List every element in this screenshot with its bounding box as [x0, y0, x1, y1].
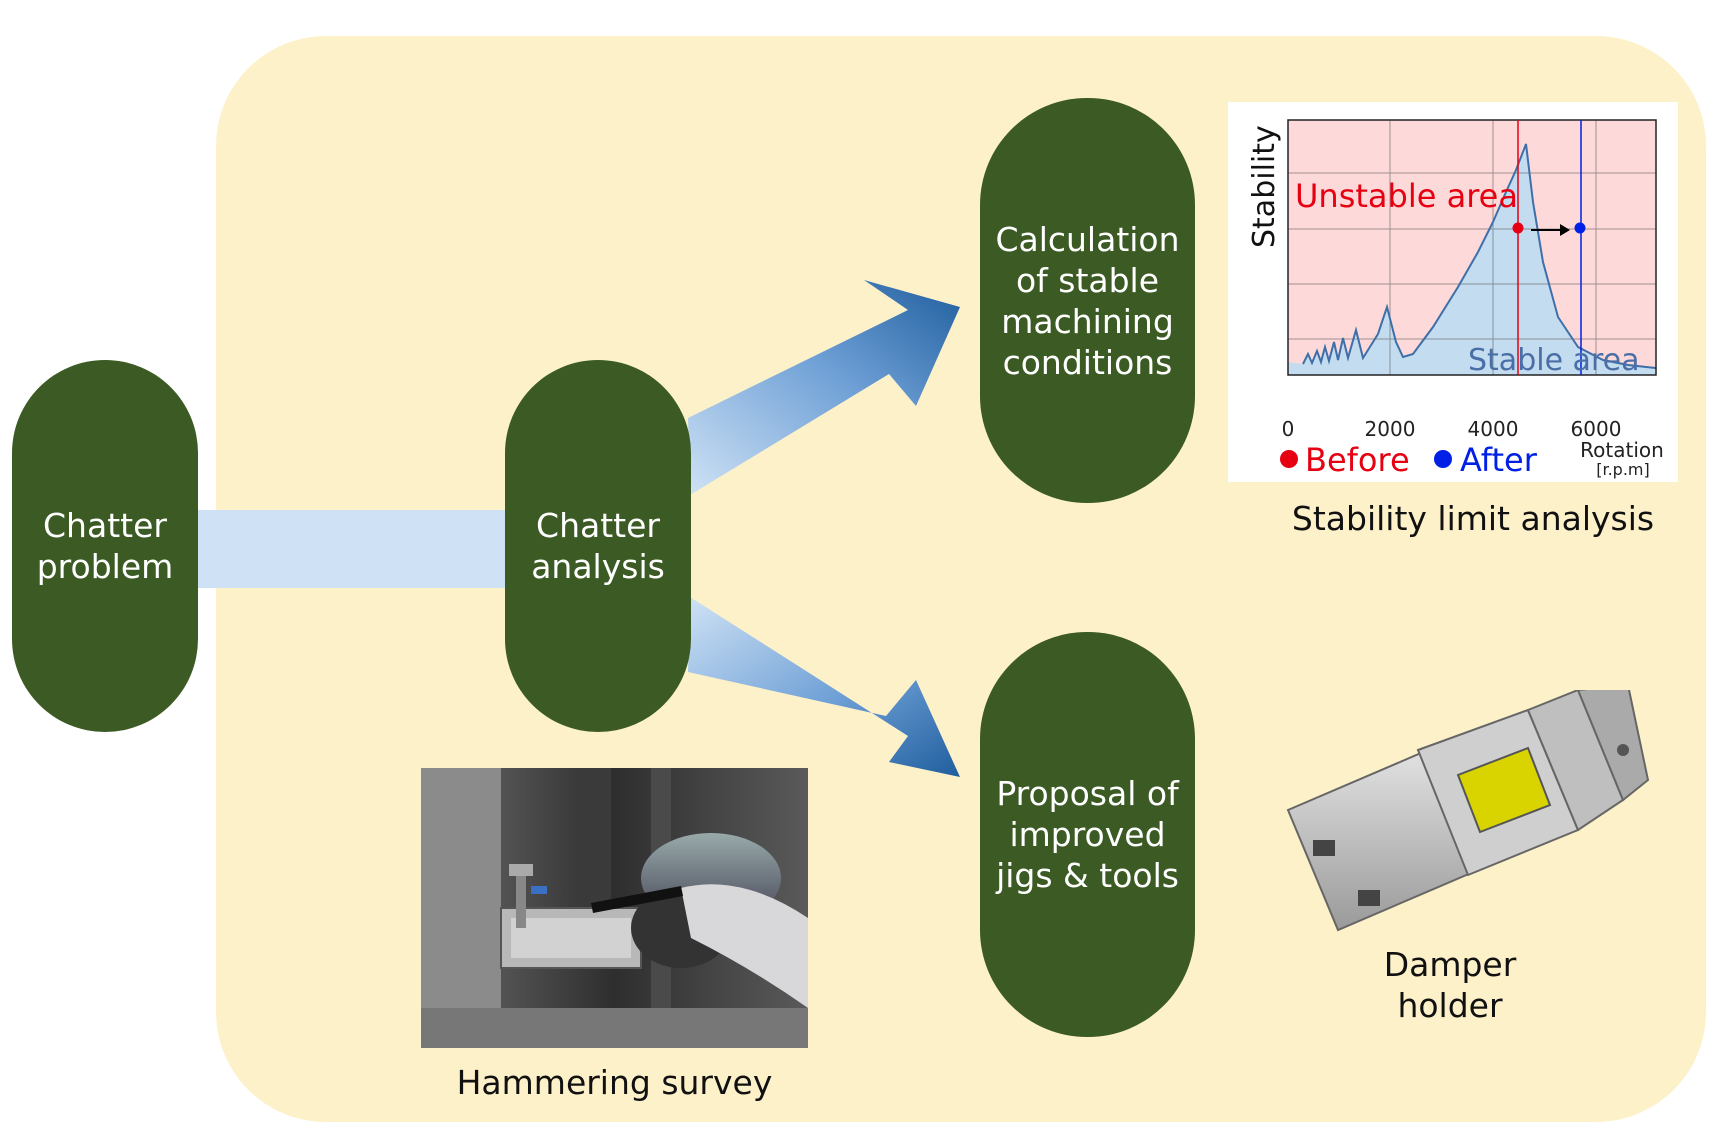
legend-before-label: Before — [1305, 441, 1410, 479]
before-point — [1512, 222, 1524, 234]
hammering-survey-illustration — [421, 768, 808, 1048]
arrow-to-calculation — [688, 280, 960, 495]
x-axis-unit: [r.p.m] — [1596, 460, 1650, 479]
stability-analysis-caption: Stability limit analysis — [1291, 499, 1655, 538]
stability-curve — [1302, 143, 1657, 369]
connector-bar — [195, 510, 535, 588]
x-tick-label: 2000 — [1365, 417, 1416, 441]
gridlines — [1288, 120, 1656, 375]
hammering-survey-caption: Hammering survey — [456, 1063, 773, 1102]
legend-before-marker — [1280, 450, 1298, 468]
y-axis-label: Stability — [1247, 125, 1282, 248]
stable-region — [1288, 144, 1656, 375]
plot-frame — [1287, 119, 1657, 376]
x-axis-label: Rotation — [1580, 438, 1664, 462]
proposal-node: Proposal of improved jigs & tools — [980, 632, 1195, 1037]
hammering-survey-photo — [421, 768, 808, 1048]
x-tick-label: 4000 — [1468, 417, 1519, 441]
arrow-to-proposal — [688, 597, 960, 777]
unstable-area-label: Unstable area — [1295, 177, 1518, 215]
after-point — [1574, 222, 1586, 234]
damper-holder-caption: Damper holder — [1383, 945, 1517, 1025]
chatter-analysis-node: Chatter analysis — [505, 360, 691, 732]
stable-area-label: Stable area — [1468, 343, 1639, 378]
chatter-problem-node: Chatter problem — [12, 360, 198, 732]
legend-after-marker — [1434, 450, 1452, 468]
stability-chart: Unstable area Stable area Stability 0 20… — [1228, 102, 1678, 482]
x-tick-label: 6000 — [1571, 417, 1622, 441]
shift-arrow-head — [1560, 224, 1570, 236]
x-tick-label: 0 — [1282, 417, 1295, 441]
legend-after-label: After — [1460, 441, 1538, 479]
damper-holder-illustration — [1286, 690, 1650, 932]
calculation-node: Calculation of stable machining conditio… — [980, 98, 1195, 503]
